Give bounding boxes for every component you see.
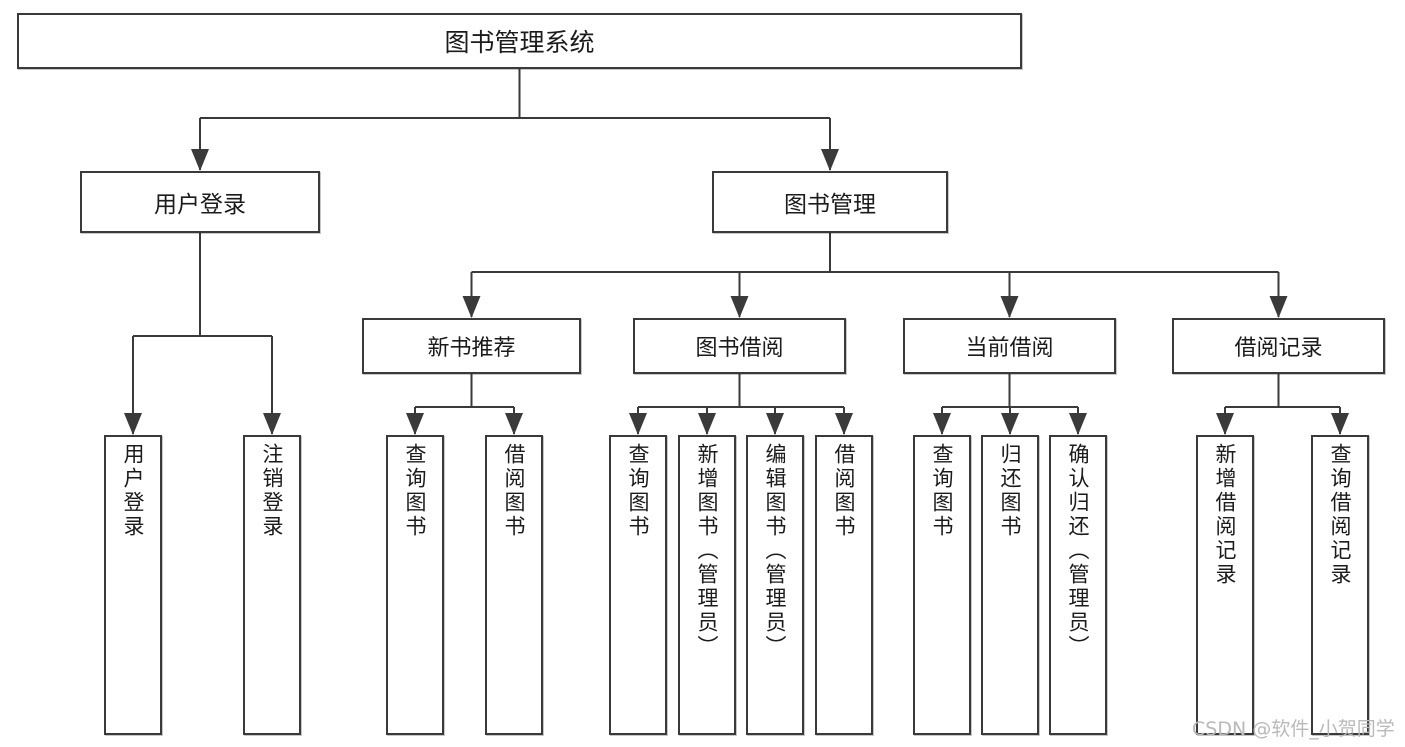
node-leaf-rec-2[interactable]: 查询借阅记录 [1311,435,1369,735]
node-leaf-new-1[interactable]: 查询图书 [386,435,444,735]
node-label: 新增借阅记录 [1213,443,1238,587]
node-label: 注销登录 [260,443,285,539]
node-leaf-bor-3[interactable]: 编辑图书（管理员） [746,435,804,735]
node-label: 借阅记录 [1234,336,1323,361]
node-label: 借阅图书 [832,443,857,539]
node-label: 当前借阅 [965,336,1054,361]
node-label: 图书管理 [784,192,876,218]
node-bookmgmt[interactable]: 图书管理 [712,171,948,233]
node-label: 归还图书 [998,443,1023,539]
node-leaf-bor-1[interactable]: 查询图书 [609,435,667,735]
node-login[interactable]: 用户登录 [80,171,320,233]
node-leaf-cur-2[interactable]: 归还图书 [981,435,1039,735]
node-current[interactable]: 当前借阅 [903,318,1116,374]
node-leaf-cur-1[interactable]: 查询图书 [913,435,971,735]
node-leaf-bor-4[interactable]: 借阅图书 [815,435,873,735]
node-newbook[interactable]: 新书推荐 [362,318,581,374]
node-label: 用户登录 [154,192,246,218]
node-label: 图书管理系统 [444,28,595,57]
node-borrow[interactable]: 图书借阅 [633,318,846,374]
node-label: 查询图书 [930,443,955,539]
node-leaf-cur-3[interactable]: 确认归还（管理员） [1049,435,1107,735]
node-label: 查询图书 [626,443,651,539]
node-label: 新增图书（管理员） [695,443,720,659]
node-label: 查询图书 [403,443,428,539]
node-leaf-login-2[interactable]: 注销登录 [243,435,301,735]
node-records[interactable]: 借阅记录 [1172,318,1385,374]
node-label: 确认归还（管理员） [1066,443,1091,659]
node-label: 图书借阅 [695,336,784,361]
node-label: 借阅图书 [502,443,527,539]
node-label: 新书推荐 [427,336,516,361]
node-leaf-new-2[interactable]: 借阅图书 [485,435,543,735]
node-label: 查询借阅记录 [1328,443,1353,587]
node-label: 编辑图书（管理员） [763,443,788,659]
node-leaf-bor-2[interactable]: 新增图书（管理员） [678,435,736,735]
node-root[interactable]: 图书管理系统 [17,13,1022,69]
node-leaf-rec-1[interactable]: 新增借阅记录 [1196,435,1254,735]
node-leaf-login-1[interactable]: 用户登录 [104,435,162,735]
node-label: 用户登录 [121,443,146,539]
